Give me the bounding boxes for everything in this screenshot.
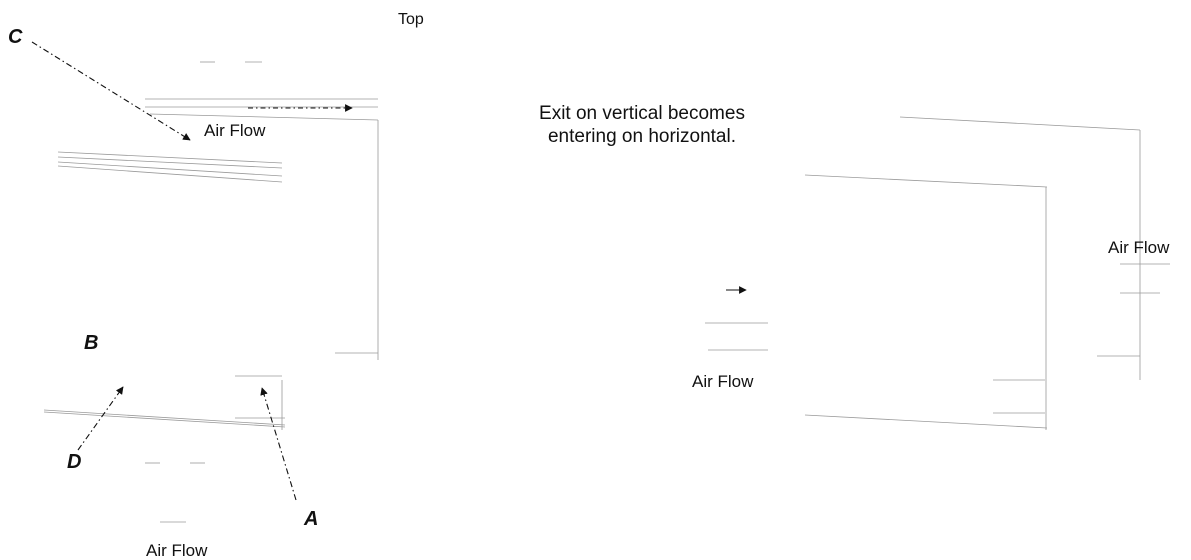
caption-line-1: Exit on vertical becomes	[539, 103, 745, 124]
pointer-c	[31, 41, 191, 141]
air-flow-label-far-right: Air Flow	[1108, 238, 1170, 257]
caption-line-2: entering on horizontal.	[547, 126, 736, 148]
pointer-d	[77, 386, 124, 451]
letter-d: D	[67, 451, 82, 473]
horizontal-unit-outline	[705, 116, 1170, 430]
letter-b: B	[84, 332, 99, 354]
air-flow-label-right-center: Air Flow	[692, 372, 754, 391]
letter-a: A	[304, 508, 319, 530]
air-flow-label-bottom-left: Air Flow	[146, 541, 208, 560]
air-flow-label-upper-left: Air Flow	[204, 121, 266, 140]
diagram-caption: Exit on vertical becomes entering on hor…	[482, 102, 802, 148]
vertical-unit-outline	[43, 61, 379, 523]
letter-c: C	[8, 26, 23, 48]
pointer-a	[260, 387, 297, 501]
flow-arrows	[31, 41, 747, 501]
top-label: Top	[398, 11, 424, 28]
